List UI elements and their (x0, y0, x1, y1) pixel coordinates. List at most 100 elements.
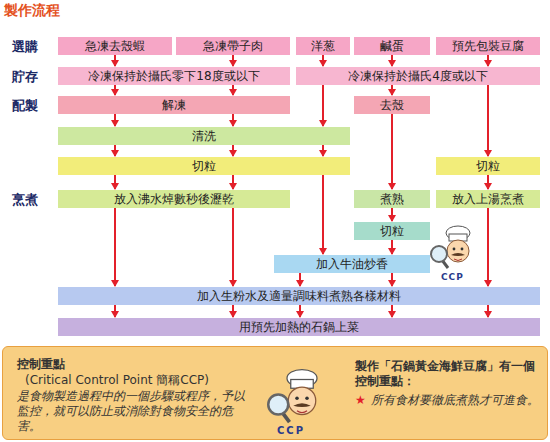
box-label: 去殼 (380, 98, 404, 112)
process-box: 放入沸水焯數秒後瀝乾 (58, 190, 290, 208)
flow-arrow (487, 85, 489, 156)
flow-arrow (322, 175, 324, 254)
stage-label: 烹煮 (12, 191, 38, 209)
box-label: 冷凍保持於攝氏4度或以下 (348, 69, 488, 83)
flow-arrow (114, 85, 116, 95)
box-label: 放入上湯烹煮 (452, 192, 524, 206)
flow-arrow (487, 55, 489, 66)
box-label: 解凍 (162, 98, 186, 112)
flow-arrow (391, 240, 393, 254)
chef-stroke (446, 226, 470, 240)
chef-stroke (297, 411, 307, 413)
flow-arrow (232, 114, 234, 126)
chef-stroke (451, 253, 465, 256)
flow-arrow (391, 85, 393, 95)
diagram-title: 製作流程 (4, 2, 60, 20)
flow-arrow (487, 305, 489, 317)
box-label: 預先包裝豆腐 (452, 39, 524, 53)
chef-figure (431, 226, 470, 268)
flow-arrow (322, 55, 324, 66)
process-box: 解凍 (58, 96, 290, 114)
process-box: 用預先加熱的石鍋上菜 (58, 318, 540, 336)
chef-icon (430, 224, 482, 274)
box-label: 加入生粉水及適量調味料煮熟各樣材料 (197, 289, 401, 303)
panel-text: ★ (355, 393, 366, 408)
info-panel: 控制重點(Critical Control Point 簡稱CCP)是食物製造過… (2, 346, 548, 440)
panel-text: 所有食材要徹底煮熟才可進食。 (371, 393, 539, 408)
chef-icon (267, 367, 327, 429)
flow-arrow (391, 208, 393, 221)
flow-arrow (232, 85, 234, 95)
process-box: 急凍去殼蝦 (58, 37, 172, 55)
ccp-badge-text: CCP (277, 425, 305, 436)
flow-arrow (391, 305, 393, 317)
flow-arrow (232, 305, 234, 317)
process-box: 急凍帶子肉 (176, 37, 290, 55)
box-label: 冷凍保持於攝氏零下18度或以下 (88, 69, 259, 83)
panel-text: (Critical Control Point 簡稱CCP) (25, 373, 209, 388)
chef-figure (268, 370, 317, 423)
process-box: 鹹蛋 (354, 37, 430, 55)
box-label: 清洗 (192, 129, 216, 143)
flow-arrow (114, 114, 116, 126)
process-box: 切粒 (58, 157, 350, 175)
process-box: 清洗 (58, 127, 350, 145)
flow-arrow (391, 273, 393, 286)
box-label: 洋葱 (311, 39, 335, 53)
chef-stroke (295, 397, 299, 401)
box-label: 急凍帶子肉 (203, 39, 263, 53)
box-label: 急凍去殼蝦 (85, 39, 145, 53)
box-label: 加入牛油炒香 (316, 257, 388, 271)
chef-stroke (293, 403, 311, 407)
box-label: 切粒 (192, 159, 216, 173)
stage-label: 配製 (12, 97, 38, 115)
chef-stroke (454, 259, 462, 261)
box-label: 切粒 (380, 224, 404, 238)
flow-arrow (114, 55, 116, 66)
chef-stroke (268, 395, 288, 415)
box-label: 用預先加熱的石鍋上菜 (239, 320, 359, 334)
flow-arrow (299, 273, 301, 286)
flow-arrow (114, 175, 116, 189)
box-label: 煮熟 (380, 192, 404, 206)
flow-arrow (322, 145, 324, 156)
process-box: 冷凍保持於攝氏4度或以下 (296, 67, 540, 85)
process-box: 切粒 (354, 222, 430, 240)
flow-arrow (299, 305, 301, 317)
chef-stroke (461, 248, 464, 251)
process-box: 去殼 (354, 96, 430, 114)
flow-arrow (232, 208, 234, 286)
ccp-badge-text: CCP (441, 272, 464, 282)
process-box: 切粒 (436, 157, 540, 175)
chef-stroke (288, 387, 316, 415)
panel-text: 控制重點 (17, 357, 65, 372)
flow-arrow (232, 55, 234, 66)
chef-stroke (453, 248, 456, 251)
flow-arrow (114, 208, 116, 286)
flow-arrow (322, 85, 324, 126)
flow-arrow (391, 55, 393, 66)
process-box: 加入生粉水及適量調味料煮熟各樣材料 (58, 287, 540, 305)
process-box: 放入上湯烹煮 (436, 190, 540, 208)
box-label: 切粒 (476, 159, 500, 173)
chef-stroke (431, 246, 447, 262)
flow-arrow (391, 114, 393, 189)
flow-arrow (232, 145, 234, 156)
panel-text: 是食物製造過程中的一個步驟或程序，予以監控，就可以防止或消除對食物安全的危害。 (17, 389, 253, 434)
chef-stroke (305, 397, 309, 401)
flow-arrow (114, 305, 116, 317)
flow-arrow (114, 145, 116, 156)
process-box: 冷凍保持於攝氏零下18度或以下 (58, 67, 290, 85)
chef-stroke (447, 240, 469, 262)
box-label: 放入沸水焯數秒後瀝乾 (114, 192, 234, 206)
flow-arrow (487, 175, 489, 189)
box-label: 鹹蛋 (380, 39, 404, 53)
process-box: 洋葱 (296, 37, 350, 55)
process-box: 預先包裝豆腐 (436, 37, 540, 55)
panel-text: 製作「石鍋黃金海鮮豆腐」有一個控制重點： (355, 359, 540, 389)
flow-arrow (487, 208, 489, 286)
stage-label: 選購 (12, 38, 38, 56)
stage-label: 貯存 (12, 68, 38, 86)
process-box: 加入牛油炒香 (274, 255, 430, 273)
flow-arrow (232, 175, 234, 189)
